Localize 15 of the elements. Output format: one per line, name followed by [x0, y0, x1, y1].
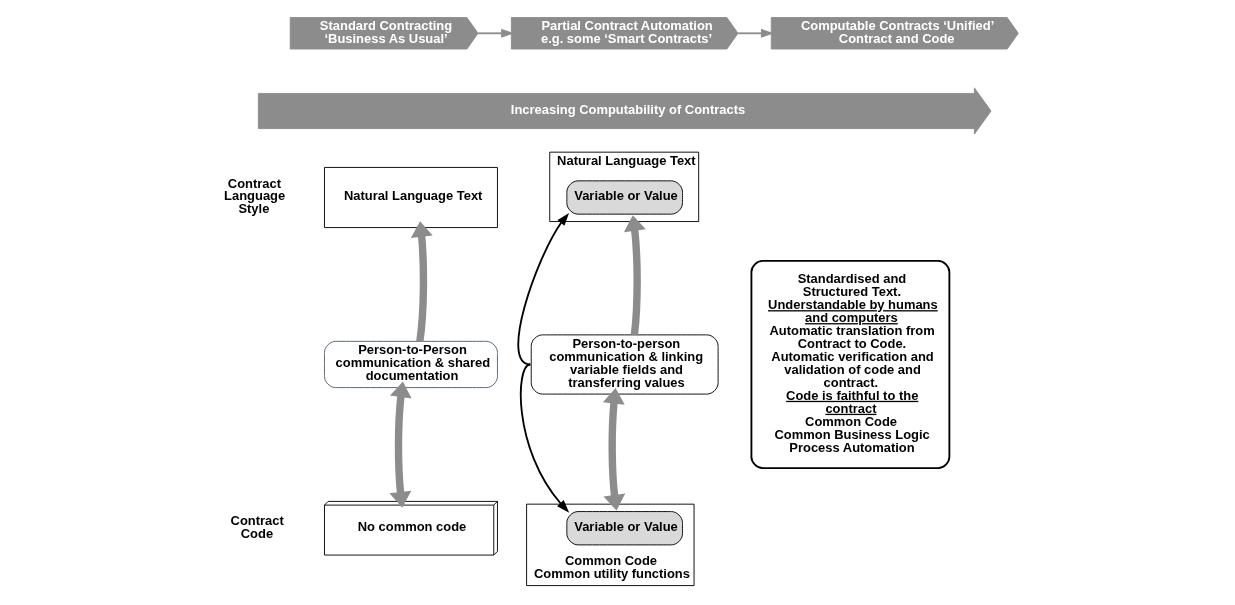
node-box: Standardised and Structured Text. Understandable by humans and computers Automatic translation from Contract to Code. Automatic verification and validation of code and contract. Code is faithful to the contract Common Code Common Business Logic Process Automation [750, 259, 951, 469]
arrow [477, 28, 515, 38]
arrow [519, 363, 570, 513]
node-box: Natural Language Text [324, 166, 498, 229]
arrow [602, 387, 626, 511]
node-box: Person-to-person communication & linking variable fields and transferring values [530, 334, 719, 395]
label: Contract Code [230, 512, 284, 541]
node-box: Variable or Value [566, 511, 683, 546]
label: Contract Language Style [224, 175, 286, 217]
node-box: Variable or Value [566, 180, 683, 215]
node-box: Person-to-Person communication & shared documentation [324, 340, 498, 389]
arrow [517, 212, 570, 366]
arrow [737, 28, 774, 38]
arrow [389, 381, 412, 508]
arrow [624, 215, 646, 336]
